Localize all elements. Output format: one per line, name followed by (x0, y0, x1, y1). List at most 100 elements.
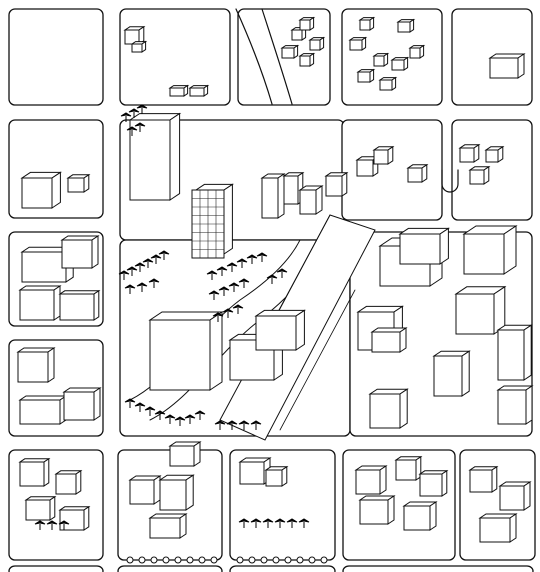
street-tree (210, 556, 218, 564)
building (18, 457, 51, 487)
building (496, 385, 534, 425)
street-tree (296, 556, 304, 564)
building (356, 68, 376, 83)
building (16, 347, 56, 383)
building (498, 481, 532, 511)
building (128, 112, 182, 201)
building (394, 455, 423, 481)
building (378, 76, 398, 91)
street-tree (248, 556, 256, 564)
palm-tree (218, 286, 230, 296)
street-tree (162, 556, 170, 564)
building (58, 289, 101, 321)
palm-tree (124, 398, 136, 408)
palm-tree (256, 252, 268, 262)
palm-tree (164, 414, 176, 424)
palm-tree (226, 262, 238, 272)
building (468, 465, 499, 493)
city-block (119, 8, 231, 106)
palm-tree (126, 126, 138, 136)
building (20, 171, 63, 209)
palm-tree (174, 416, 186, 426)
building (24, 495, 57, 521)
palm-tree (150, 254, 162, 264)
building (20, 246, 75, 283)
palm-tree (222, 308, 234, 318)
building (54, 469, 83, 495)
building (462, 225, 518, 275)
palm-tree (154, 410, 166, 420)
buildings (16, 16, 534, 543)
building (355, 155, 380, 177)
building (468, 165, 491, 185)
palm-trees (34, 104, 328, 564)
palm-tree (134, 262, 146, 272)
palm-tree (206, 270, 218, 280)
palm-tree (208, 290, 220, 300)
palm-tree (262, 518, 274, 528)
street-tree (236, 556, 244, 564)
building (396, 18, 416, 33)
building (488, 53, 526, 79)
palm-tree (266, 274, 278, 284)
palm-tree (274, 518, 286, 528)
street-tree (260, 556, 268, 564)
street-tree (284, 556, 292, 564)
palm-tree (136, 104, 148, 114)
palm-tree (126, 266, 138, 276)
building (298, 185, 324, 215)
palm-tree (238, 420, 250, 430)
palm-tree (144, 406, 156, 416)
building (128, 475, 162, 505)
palm-tree (238, 518, 250, 528)
street-tree (320, 556, 328, 564)
palm-tree (120, 112, 132, 122)
palm-tree (128, 108, 140, 118)
building (348, 36, 368, 51)
building (458, 143, 481, 163)
palm-tree (134, 402, 146, 412)
building (418, 469, 449, 497)
street-tree (126, 556, 134, 564)
palm-tree (158, 250, 170, 260)
city-block (451, 119, 533, 221)
palm-tree (142, 258, 154, 268)
street-tree (272, 556, 280, 564)
palm-tree (134, 122, 146, 132)
palm-tree (250, 518, 262, 528)
building (130, 40, 148, 53)
building (390, 56, 410, 71)
diagonal-slab-line (279, 289, 356, 431)
building (280, 44, 300, 59)
palm-tree (250, 420, 262, 430)
building (158, 474, 195, 511)
building (148, 513, 188, 539)
grid-tower (191, 189, 225, 259)
building (298, 52, 316, 67)
city-block (8, 565, 104, 572)
palm-tree (228, 282, 240, 292)
palm-tree (298, 518, 310, 528)
building (406, 163, 429, 183)
building (18, 285, 62, 321)
street-tree (186, 556, 194, 564)
palm-tree (124, 284, 136, 294)
palm-tree (212, 312, 224, 322)
building (188, 84, 210, 97)
palm-tree (194, 410, 206, 420)
building (168, 84, 190, 97)
building (18, 395, 68, 425)
diagonal-road (235, 8, 273, 105)
building (254, 309, 307, 351)
palm-tree (136, 282, 148, 292)
city-block (229, 565, 336, 572)
street-tree (174, 556, 182, 564)
building (358, 16, 376, 31)
building (324, 171, 349, 197)
street-tree (198, 556, 206, 564)
building (358, 495, 396, 525)
building (372, 52, 390, 67)
palm-tree (236, 258, 248, 268)
